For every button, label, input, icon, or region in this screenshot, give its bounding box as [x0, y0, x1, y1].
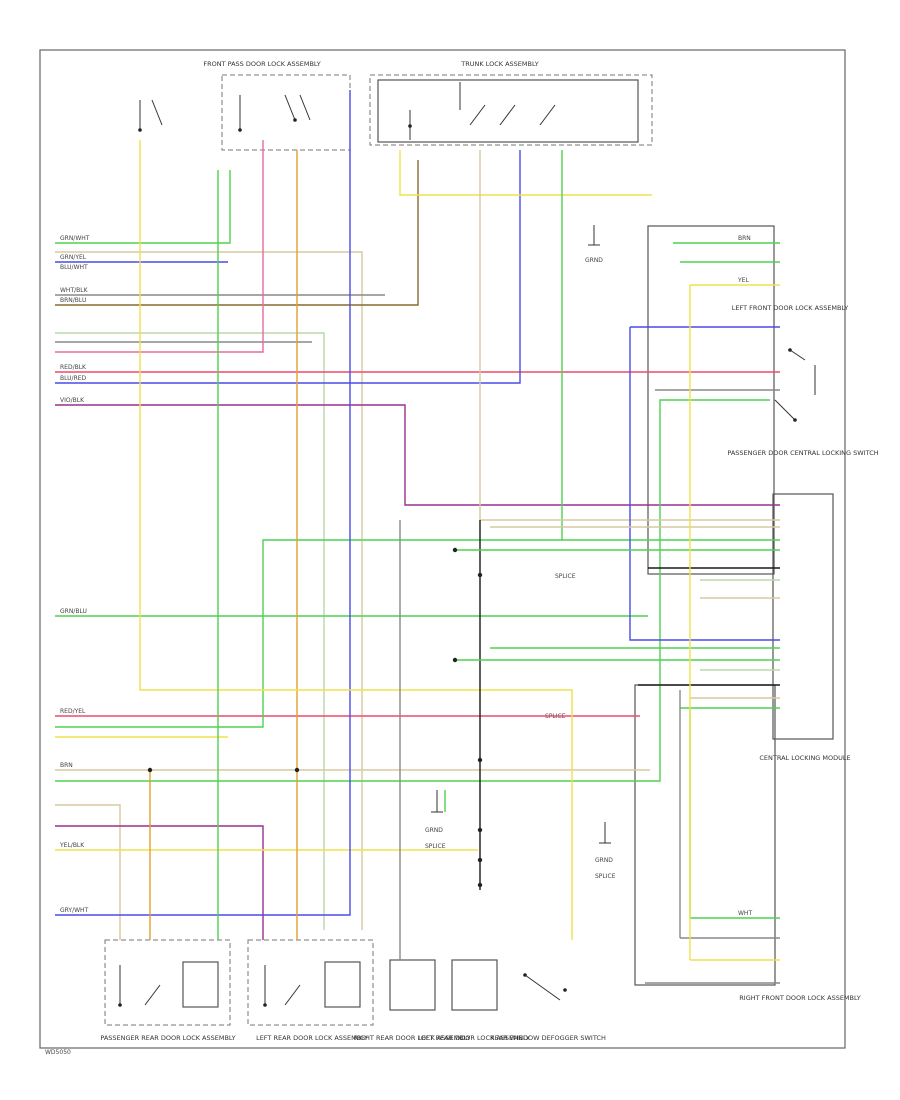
svg-text:REAR WINDOW DEFOGGER SWITCH: REAR WINDOW DEFOGGER SWITCH — [490, 1034, 606, 1042]
svg-text:BLU/WHT: BLU/WHT — [60, 264, 88, 271]
right-rear-door-lock: RIGHT REAR DOOR LOCK ASSEMBLY — [354, 959, 471, 1042]
right-front-door-lock: RIGHT FRONT DOOR LOCK ASSEMBLY — [634, 684, 861, 1002]
svg-text:VIO/BLK: VIO/BLK — [60, 397, 85, 404]
svg-text:LEFT REAR DOOR LOCK ASSEMBLY: LEFT REAR DOOR LOCK ASSEMBLY — [256, 1034, 368, 1042]
svg-text:BLU/RED: BLU/RED — [60, 375, 87, 382]
left-front-door-lock: LEFT FRONT DOOR LOCK ASSEMBLY — [647, 225, 848, 575]
left-rear-door-lock-2: LEFT REAR DOOR LOCK ASSEMBLY — [418, 959, 530, 1042]
svg-text:PASSENGER REAR DOOR LOCK ASSEM: PASSENGER REAR DOOR LOCK ASSEMBLY — [100, 1034, 235, 1042]
svg-text:SPLICE: SPLICE — [595, 873, 616, 880]
footer-code: WD5050 — [45, 1049, 71, 1056]
ground-note-top — [138, 99, 163, 132]
wire-group-left — [55, 90, 780, 940]
svg-text:WHT: WHT — [738, 910, 752, 917]
svg-text:SPLICE: SPLICE — [555, 573, 576, 580]
svg-text:LEFT FRONT DOOR LOCK ASSEMBLY: LEFT FRONT DOOR LOCK ASSEMBLY — [732, 304, 848, 312]
passenger-door-switch: PASSENGER DOOR CENTRAL LOCKING SWITCH — [727, 348, 879, 457]
svg-text:RED/BLK: RED/BLK — [60, 364, 87, 371]
wire-labels: GRN/WHT GRN/YEL BLU/WHT WHT/BLK BRN/BLU … — [59, 235, 752, 917]
svg-text:WHT/BLK: WHT/BLK — [60, 287, 89, 294]
svg-text:GRY/WHT: GRY/WHT — [60, 907, 89, 914]
wire-group-right — [455, 242, 780, 984]
svg-text:RIGHT FRONT DOOR LOCK ASSEMBLY: RIGHT FRONT DOOR LOCK ASSEMBLY — [739, 994, 860, 1002]
ground-symbol-3: GRND — [595, 822, 613, 864]
svg-text:TRUNK LOCK ASSEMBLY: TRUNK LOCK ASSEMBLY — [460, 60, 538, 68]
left-rear-door-lock: LEFT REAR DOOR LOCK ASSEMBLY — [247, 939, 374, 1042]
svg-text:BRN: BRN — [60, 762, 73, 769]
ground-symbol-2: GRND — [425, 790, 443, 834]
svg-text:RED/YEL: RED/YEL — [60, 708, 86, 715]
svg-text:GRND: GRND — [595, 857, 613, 864]
svg-text:BRN: BRN — [738, 235, 751, 242]
svg-text:FRONT PASS DOOR LOCK ASSEMBLY: FRONT PASS DOOR LOCK ASSEMBLY — [203, 60, 320, 68]
svg-text:PASSENGER DOOR CENTRAL LOCKING: PASSENGER DOOR CENTRAL LOCKING SWITCH — [727, 449, 878, 457]
trunk-lock-top: TRUNK LOCK ASSEMBLY — [369, 60, 653, 146]
svg-text:YEL/BLK: YEL/BLK — [59, 842, 85, 849]
svg-text:BRN/BLU: BRN/BLU — [60, 297, 86, 304]
pass-rear-door-lock: PASSENGER REAR DOOR LOCK ASSEMBLY — [100, 939, 236, 1042]
svg-text:RIGHT REAR DOOR LOCK ASSEMBLY: RIGHT REAR DOOR LOCK ASSEMBLY — [354, 1034, 471, 1042]
front-pass-door-lock-top: FRONT PASS DOOR LOCK ASSEMBLY — [203, 60, 351, 151]
svg-text:GRN/YEL: GRN/YEL — [60, 254, 87, 261]
ground-symbol-1: GRND — [585, 225, 603, 264]
svg-text:GRN/WHT: GRN/WHT — [60, 235, 90, 242]
svg-text:SPLICE: SPLICE — [425, 843, 446, 850]
splice-dots — [147, 547, 483, 888]
svg-text:GRN/BLU: GRN/BLU — [60, 608, 87, 615]
central-locking-module: CENTRAL LOCKING MODULE — [759, 493, 851, 762]
svg-text:LEFT REAR DOOR LOCK ASSEMBLY: LEFT REAR DOOR LOCK ASSEMBLY — [418, 1034, 530, 1042]
rear-window-switch: REAR WINDOW DEFOGGER SWITCH — [490, 973, 606, 1042]
svg-text:YEL: YEL — [737, 277, 749, 284]
svg-text:GRND: GRND — [425, 827, 443, 834]
svg-text:CENTRAL LOCKING MODULE: CENTRAL LOCKING MODULE — [759, 754, 850, 762]
diagram-frame — [39, 49, 846, 1049]
svg-text:GRND: GRND — [585, 257, 603, 264]
